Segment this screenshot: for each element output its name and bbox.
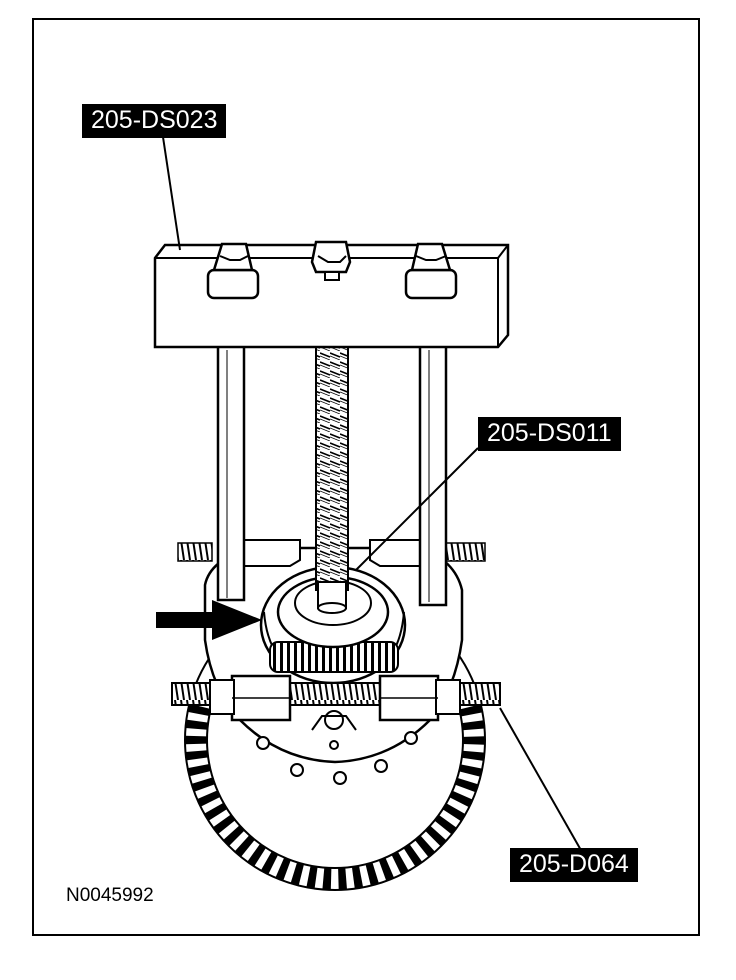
gear-tooth [223,825,245,847]
gear-tooth [403,844,423,867]
gear-tooth [425,825,447,847]
gear-tooth [185,750,209,761]
gear-tooth [185,719,209,730]
gear-tooth [204,802,228,821]
gear-tooth [442,803,466,822]
gear-tooth [306,865,318,889]
crossbar-bolt-heads [206,240,458,300]
gear-tooth [414,835,435,858]
gear-tooth [191,777,215,792]
gear-tooth [365,862,379,886]
gear-tooth [290,862,304,886]
gear-tooth [187,703,211,716]
figure-id: N0045992 [66,885,154,906]
gear-tooth [449,790,473,808]
gear-tooth [275,857,291,881]
gear-tooth [351,865,364,889]
gear-tooth [461,750,485,761]
callout-adapter-label: 205-DS011 [478,417,621,451]
direction-arrow [156,600,262,640]
bearing-adapter [259,565,407,685]
gear-tooth [247,843,266,867]
gear-tooth [455,777,479,793]
side-threaded-studs [177,542,486,562]
gear-tooth [378,857,395,881]
guide-rods [216,343,448,607]
gear-tooth [197,790,221,807]
gear-tooth [260,851,279,875]
forcing-screw [315,339,349,614]
gear-tooth [459,704,483,717]
gear-tooth [434,814,457,835]
gear-tooth [234,835,255,857]
gear-tooth [462,736,485,745]
gear-tooth [213,814,236,834]
leader-lines [162,136,583,853]
gear-tooth [338,867,347,890]
gear-tooth [461,720,485,731]
gear-tooth [185,735,207,745]
gear-tooth [187,764,211,777]
gear-tooth [391,851,409,875]
gear-tooth [459,764,483,777]
gear-tooth [322,867,332,890]
horizontal-threaded-rod [171,674,501,722]
callout-tool-label: 205-D064 [510,848,638,882]
callout-puller-label: 205-DS023 [82,104,227,138]
